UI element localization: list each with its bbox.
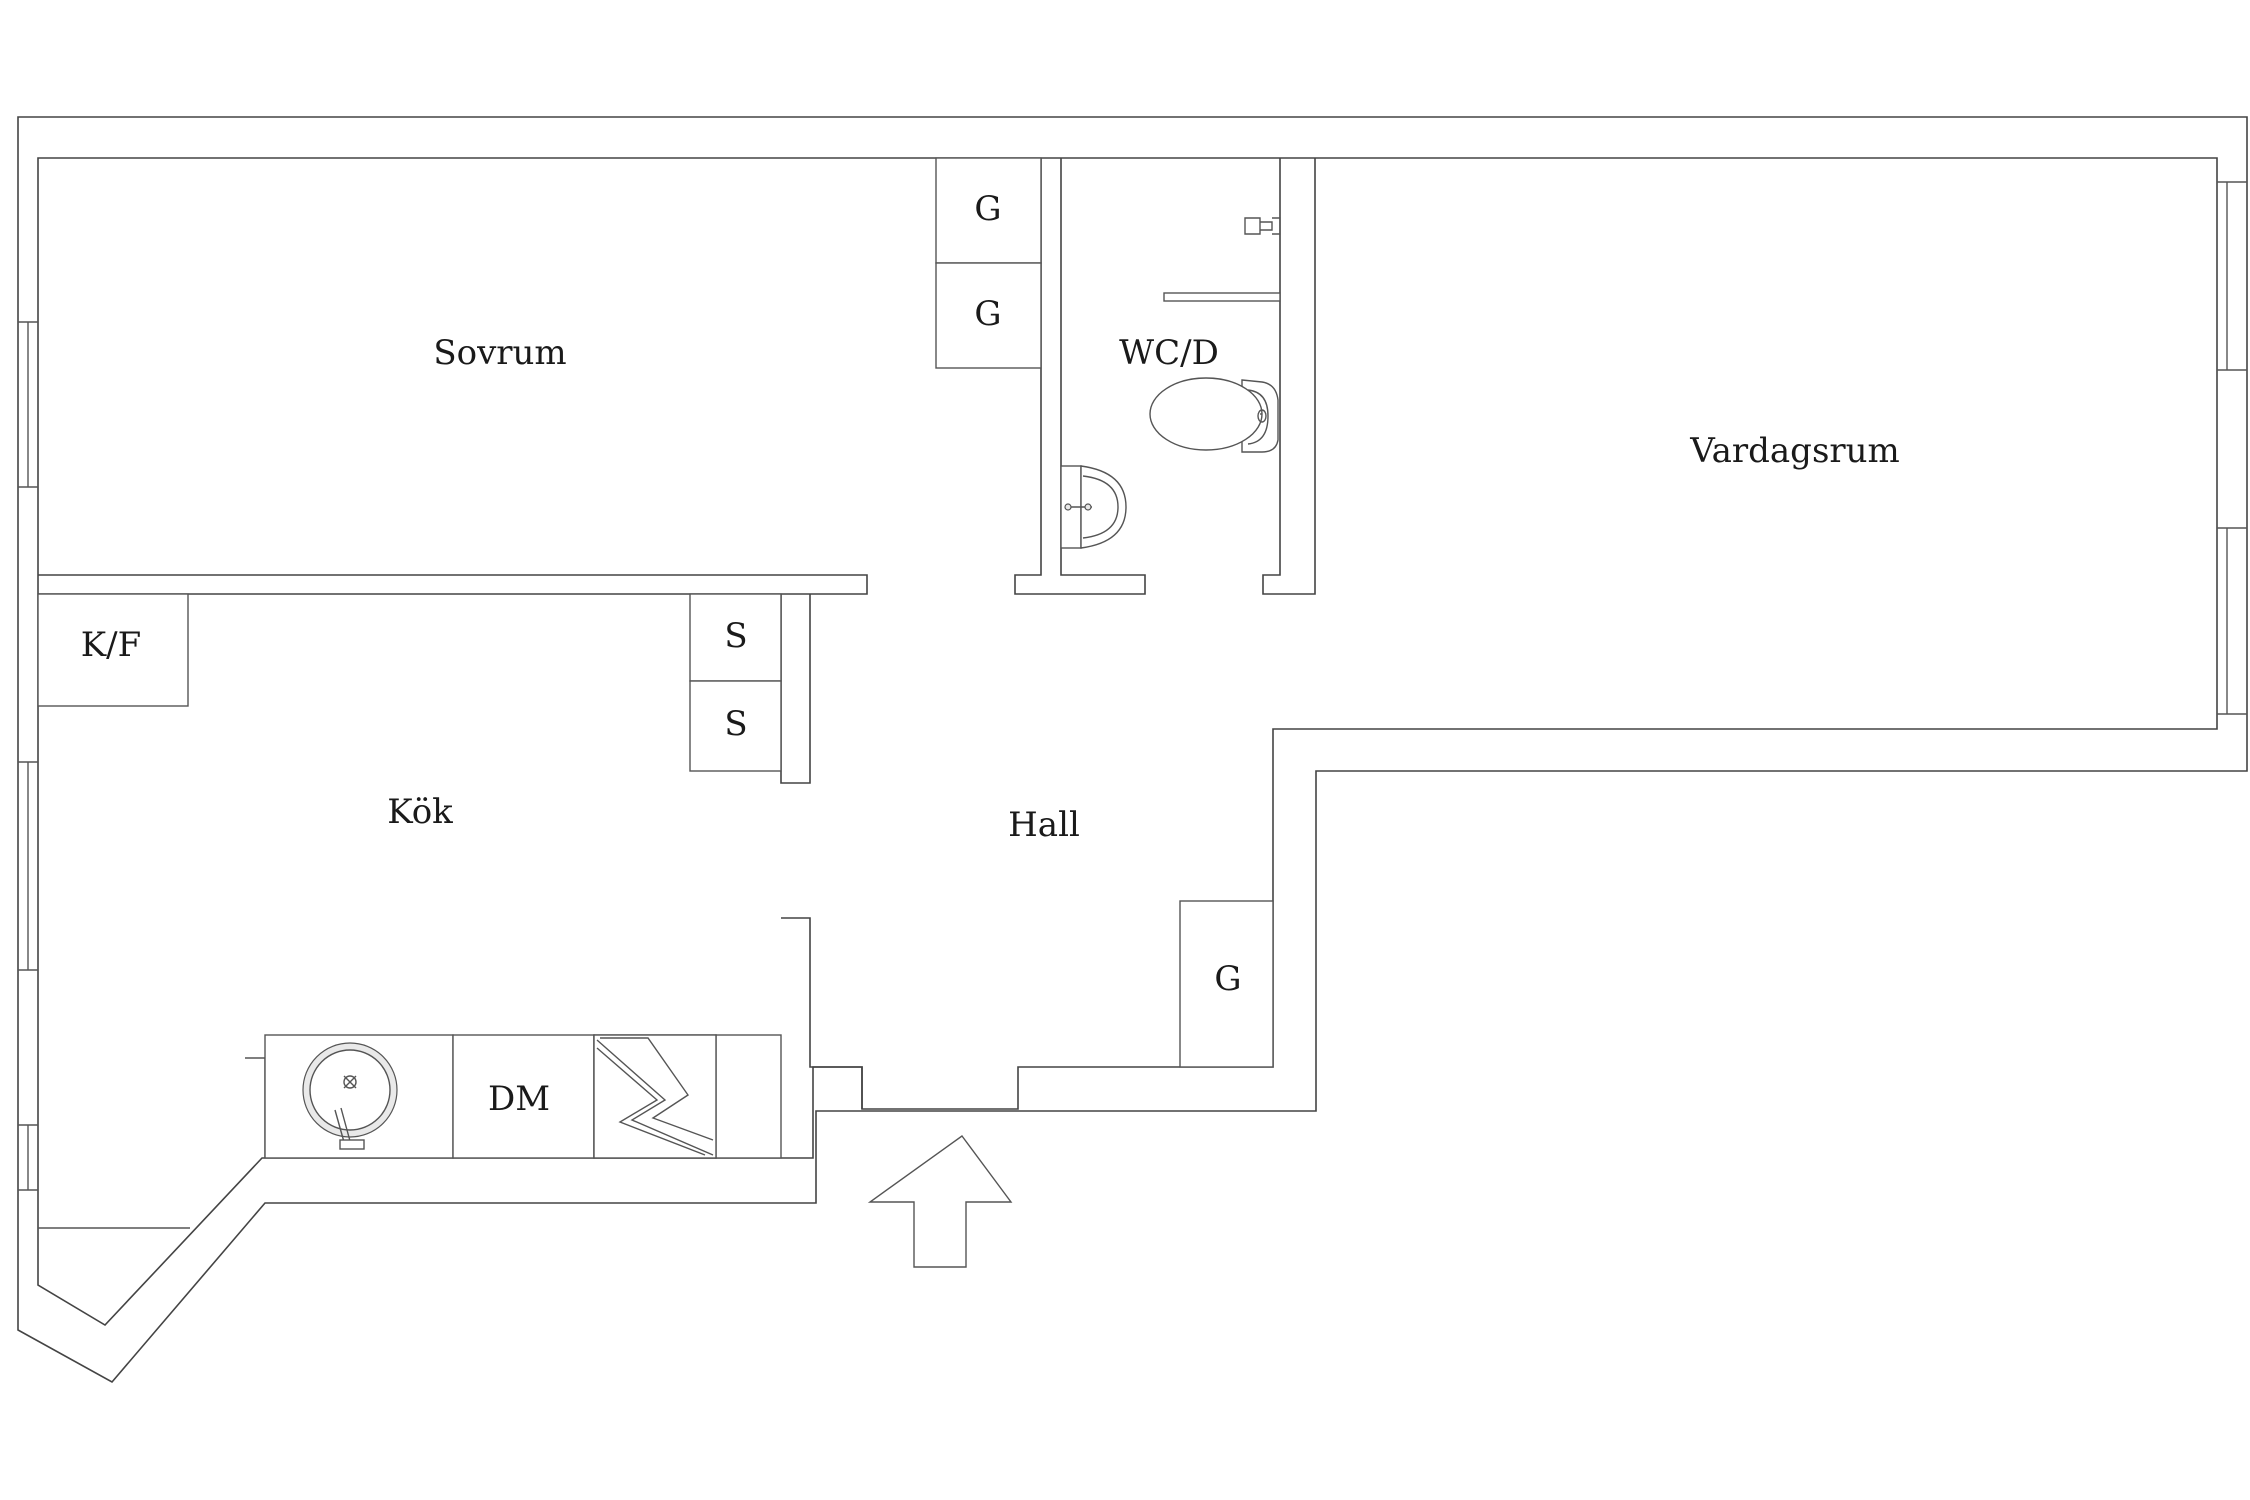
- wardrobes-top: [935, 157, 1042, 369]
- room-label-kok: Kök: [387, 792, 453, 832]
- toilet-icon: [1149, 377, 1279, 453]
- dishwasher-label: DM: [488, 1079, 550, 1119]
- wardrobe-label-2: G: [974, 294, 1001, 334]
- wardrobe-label-hall: G: [1214, 959, 1241, 999]
- kitchen-sink-icon: [302, 1042, 398, 1150]
- wardrobe-label-1: G: [974, 189, 1001, 229]
- storage-units: [689, 593, 782, 772]
- fridge-label: K/F: [81, 625, 141, 665]
- entrance-arrow-icon: [867, 1135, 1013, 1268]
- room-label-vardagsrum: Vardagsrum: [1689, 431, 1900, 471]
- hall-wardrobe: [1179, 900, 1274, 1068]
- room-label-wc: WC/D: [1119, 333, 1219, 373]
- stove-icon: [593, 1034, 717, 1159]
- outer-walls: [17, 116, 2248, 1384]
- storage-label-1: S: [724, 616, 747, 656]
- fridge-freezer: [37, 593, 189, 707]
- room-label-sovrum: Sovrum: [433, 333, 566, 373]
- room-label-hall: Hall: [1008, 805, 1080, 845]
- shower-icon: [1163, 217, 1281, 302]
- windows: [18, 181, 2247, 1229]
- wash-basin-icon: [1060, 465, 1127, 549]
- storage-label-2: S: [724, 704, 747, 744]
- interior-walls: [38, 158, 1316, 1109]
